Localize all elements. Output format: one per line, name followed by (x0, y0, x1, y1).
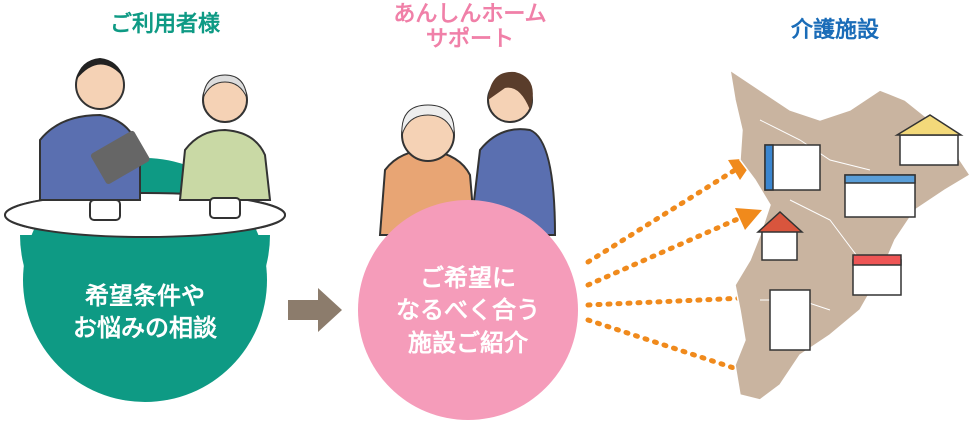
support-title-line: サポート (425, 27, 514, 53)
support-title: あんしんホーム サポート (360, 2, 580, 53)
elderly-man-illustration (89, 74, 272, 221)
support-title-line: あんしんホーム (393, 2, 547, 27)
introduction-line: なるべく合う (396, 296, 540, 325)
introduction-line: 施設ご紹介 (408, 328, 528, 357)
facility-buildings (756, 114, 964, 351)
consultation-line: 希望条件や (85, 282, 205, 310)
flow-arrow-icon (288, 288, 342, 332)
user-title: ご利用者様 (109, 12, 220, 37)
introduction-text: ご希望に なるべく合う 施設ご紹介 (368, 262, 568, 359)
consultation-line: お悩みの相談 (73, 314, 217, 343)
cup-icon (89, 199, 121, 221)
introduction-line: ご希望に (420, 264, 516, 292)
facility-title: 介護施設 (790, 18, 879, 43)
counselor-illustration (39, 58, 150, 201)
consultation-text: 希望条件や お悩みの相談 (40, 280, 250, 345)
dotted-arrows (585, 167, 758, 378)
introduction-circle (358, 200, 578, 420)
cup-icon (209, 197, 241, 219)
